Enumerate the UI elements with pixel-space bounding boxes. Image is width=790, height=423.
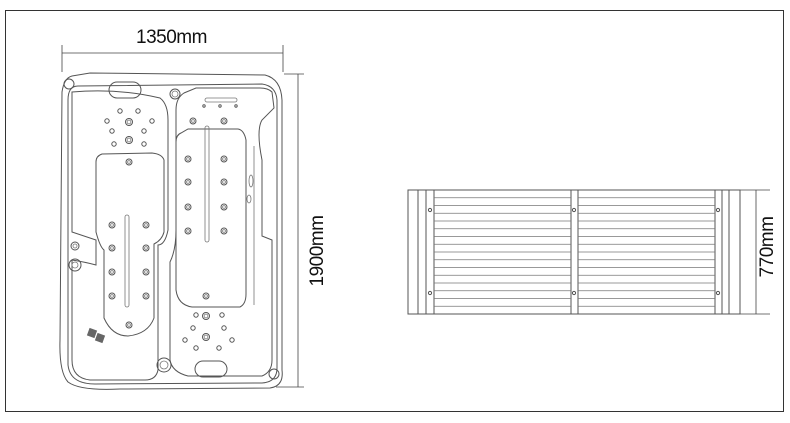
jet-icon — [202, 104, 206, 108]
jet-icon — [221, 325, 227, 331]
jet-icon — [111, 141, 117, 147]
spa-cover-view — [407, 189, 741, 315]
jet-icon — [220, 203, 228, 211]
jet-icon — [108, 221, 116, 229]
jet-icon — [216, 345, 222, 351]
spa-top-view — [59, 72, 283, 390]
jet-icon — [189, 117, 197, 125]
jet-icon — [117, 108, 123, 114]
control-panel — [86, 327, 106, 344]
jet-icon — [193, 345, 199, 351]
jets — [104, 104, 238, 351]
length-label: 1900mm — [307, 215, 328, 287]
jet-icon — [104, 118, 110, 124]
jet-icon — [125, 118, 133, 126]
cover-height-label: 770mm — [757, 216, 778, 278]
jet-icon — [234, 104, 238, 108]
screw-icon — [571, 207, 577, 213]
jet-icon — [184, 227, 192, 235]
jet-icon — [219, 312, 225, 318]
jet-icon — [142, 221, 150, 229]
jet-icon — [184, 178, 192, 186]
jet-icon — [218, 104, 222, 108]
jet-icon — [220, 117, 228, 125]
jet-icon — [108, 268, 116, 276]
jet-icon — [220, 155, 228, 163]
jet-icon — [220, 178, 228, 186]
jet-icon — [108, 292, 116, 300]
jet-icon — [202, 292, 210, 300]
height-dimension — [740, 189, 770, 315]
width-label: 1350mm — [136, 27, 207, 48]
jet-icon — [184, 203, 192, 211]
drawing-frame — [5, 10, 784, 412]
jet-icon — [202, 312, 210, 320]
jet-icon — [135, 108, 141, 114]
jet-icon — [193, 312, 199, 318]
jet-icon — [142, 268, 150, 276]
jet-icon — [142, 292, 150, 300]
jet-icon — [190, 325, 196, 331]
jet-icon — [149, 118, 155, 124]
jet-icon — [109, 128, 115, 134]
jet-icon — [141, 141, 147, 147]
jet-icon — [142, 244, 150, 252]
screw-icon — [715, 290, 721, 296]
jet-icon — [220, 227, 228, 235]
screw-icon — [427, 290, 433, 296]
screw-icon — [571, 290, 577, 296]
jet-icon — [108, 244, 116, 252]
jet-icon — [125, 321, 133, 329]
jet-icon — [125, 158, 133, 166]
jet-icon — [182, 337, 188, 343]
jet-icon — [229, 337, 235, 343]
screw-icon — [715, 207, 721, 213]
jet-icon — [125, 136, 133, 144]
length-dimension — [276, 73, 304, 388]
width-dimension — [61, 45, 284, 72]
jet-icon — [184, 155, 192, 163]
jet-icon — [141, 128, 147, 134]
jet-icon — [202, 333, 210, 341]
screw-icon — [427, 207, 433, 213]
